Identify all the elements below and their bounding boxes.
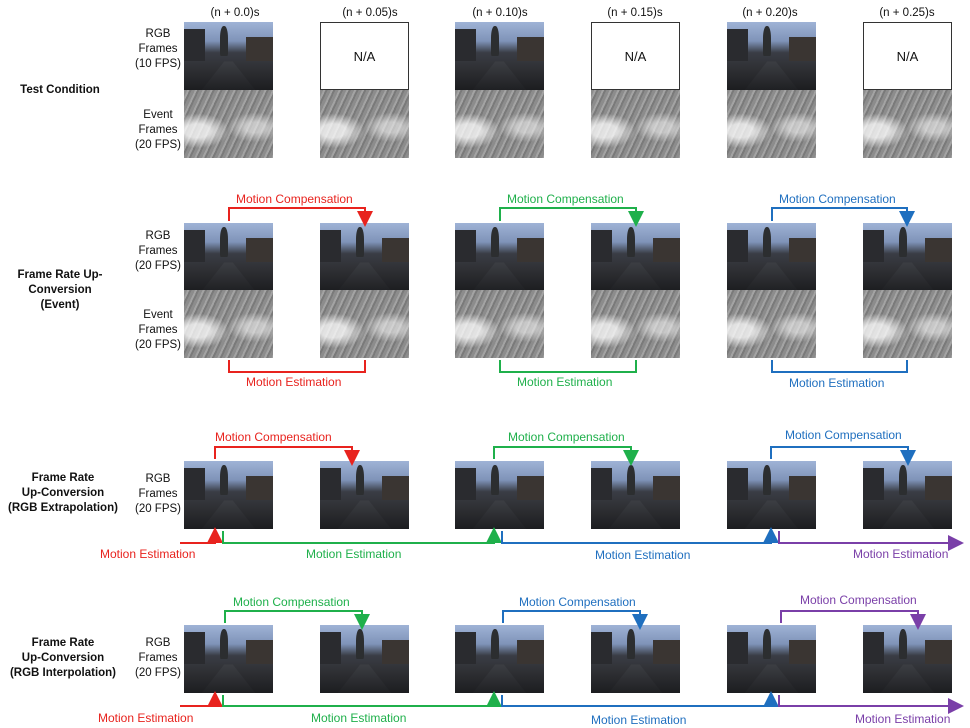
event-frame	[184, 290, 273, 358]
rgb-frame	[320, 461, 409, 529]
event-frame	[863, 290, 952, 358]
row-test-event-label: Event Frames (20 FPS)	[134, 109, 181, 151]
event-frame	[727, 90, 816, 158]
label-motion-compensation: Motion Compensation	[508, 430, 625, 444]
rgb-frame	[455, 625, 544, 693]
label-motion-compensation: Motion Compensation	[215, 430, 332, 444]
rgb-frame	[184, 22, 273, 90]
label-motion-compensation: Motion Compensation	[519, 595, 636, 609]
label-motion-compensation: Motion Compensation	[507, 192, 624, 206]
label-motion-estimation: Motion Estimation	[789, 376, 885, 390]
event-frame	[863, 90, 952, 158]
rgb-frame	[727, 22, 816, 90]
row-title-test: Test Condition	[20, 84, 100, 96]
label-motion-compensation: Motion Compensation	[233, 595, 350, 609]
na-label: N/A	[353, 48, 376, 64]
col-header-1: (n + 0.05)s	[342, 7, 398, 19]
event-frame	[320, 290, 409, 358]
label-motion-estimation: Motion Estimation	[853, 547, 949, 561]
rgb-frame	[591, 461, 680, 529]
na-frame: N/A	[863, 22, 952, 90]
col-header-2: (n + 0.10)s	[472, 7, 528, 19]
row-event-rgb-label: RGB Frames (20 FPS)	[134, 230, 181, 272]
label-motion-estimation: Motion Estimation	[595, 548, 691, 562]
row-event-event-label: Event Frames (20 FPS)	[134, 309, 181, 351]
row-title-event: Frame Rate Up- Conversion (Event)	[17, 269, 103, 311]
label-motion-estimation: Motion Estimation	[517, 375, 613, 389]
na-frame: N/A	[320, 22, 409, 90]
row-title-interp: Frame Rate Up-Conversion (RGB Interpolat…	[9, 637, 117, 679]
label-motion-estimation: Motion Estimation	[98, 711, 194, 725]
rgb-frame	[863, 625, 952, 693]
row-title-extrap: Frame Rate Up-Conversion (RGB Extrapolat…	[8, 472, 118, 514]
label-motion-estimation: Motion Estimation	[591, 713, 687, 727]
event-frame	[184, 90, 273, 158]
event-frame	[455, 290, 544, 358]
rgb-frame	[455, 223, 544, 291]
rgb-frame	[184, 625, 273, 693]
rgb-frame	[863, 461, 952, 529]
label-motion-estimation: Motion Estimation	[855, 712, 951, 726]
rgb-frame	[727, 625, 816, 693]
event-frame	[591, 90, 680, 158]
rgb-frame	[184, 461, 273, 529]
label-motion-estimation: Motion Estimation	[246, 375, 342, 389]
row-test-rgb-label: RGB Frames (10 FPS)	[134, 28, 181, 70]
col-header-5: (n + 0.25)s	[879, 7, 935, 19]
col-header-4: (n + 0.20)s	[742, 7, 798, 19]
rgb-frame	[591, 625, 680, 693]
rgb-frame	[591, 223, 680, 291]
rgb-frame	[320, 625, 409, 693]
label-motion-compensation: Motion Compensation	[779, 192, 896, 206]
row-interp-rgb-label: RGB Frames (20 FPS)	[134, 637, 181, 679]
col-header-3: (n + 0.15)s	[607, 7, 663, 19]
label-motion-compensation: Motion Compensation	[800, 593, 917, 607]
rgb-frame	[455, 461, 544, 529]
col-header-0: (n + 0.0)s	[210, 7, 260, 19]
na-frame: N/A	[591, 22, 680, 90]
na-label: N/A	[896, 48, 919, 64]
row-extrap-rgb-label: RGB Frames (20 FPS)	[134, 473, 181, 515]
event-frame	[591, 290, 680, 358]
event-frame	[727, 290, 816, 358]
rgb-frame	[320, 223, 409, 291]
label-motion-compensation: Motion Compensation	[236, 192, 353, 206]
label-motion-estimation: Motion Estimation	[311, 711, 407, 725]
label-motion-compensation: Motion Compensation	[785, 428, 902, 442]
rgb-frame	[727, 461, 816, 529]
label-motion-estimation: Motion Estimation	[306, 547, 402, 561]
rgb-frame	[863, 223, 952, 291]
rgb-frame	[184, 223, 273, 291]
event-frame	[320, 90, 409, 158]
event-frame	[455, 90, 544, 158]
rgb-frame	[455, 22, 544, 90]
label-motion-estimation: Motion Estimation	[100, 547, 196, 561]
rgb-frame	[727, 223, 816, 291]
na-label: N/A	[624, 48, 647, 64]
